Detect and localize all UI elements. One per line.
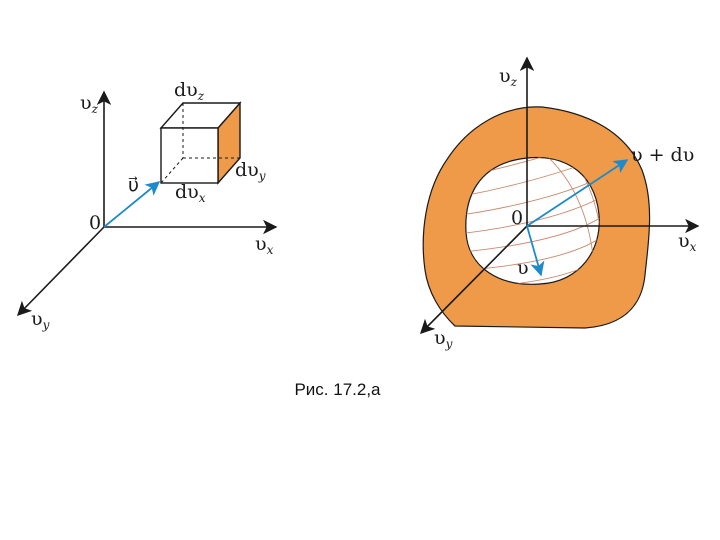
right-diagram: υz υx υy 0 υ + dυ υ [419, 56, 700, 351]
right-y-axis [419, 225, 528, 335]
right-y-axis-label: υy [434, 327, 453, 351]
cube-front-face [160, 127, 219, 184]
left-x-axis-label: υx [255, 233, 274, 257]
inner-velocity-vector [526, 225, 545, 277]
figure-caption: Рис. 17.2,а [294, 380, 381, 399]
velocity-vector [103, 181, 161, 228]
left-z-axis-label: υz [80, 92, 99, 116]
right-z-axis-label: υz [499, 65, 518, 89]
left-y-axis [16, 226, 105, 317]
velocity-cube [159, 101, 242, 185]
right-x-axis-label: υx [678, 230, 697, 254]
left-y-axis-label: υy [31, 308, 50, 332]
outer-velocity-vector [526, 159, 629, 227]
velocity-vector-label: υ⃗ [128, 174, 139, 196]
spherical-shell [422, 106, 651, 329]
cube-dvy-label: dυy [235, 159, 266, 183]
left-diagram: υz υx υy 0 υ⃗ dυz dυy dυx [16, 79, 278, 332]
cube-dvz-label: dυz [174, 79, 205, 103]
inner-velocity-label: υ [517, 257, 529, 279]
outer-velocity-label: υ + dυ [631, 144, 694, 166]
cube-dvx-label: dυx [175, 181, 206, 205]
right-origin-label: 0 [511, 207, 523, 229]
left-origin-label: 0 [89, 212, 101, 234]
